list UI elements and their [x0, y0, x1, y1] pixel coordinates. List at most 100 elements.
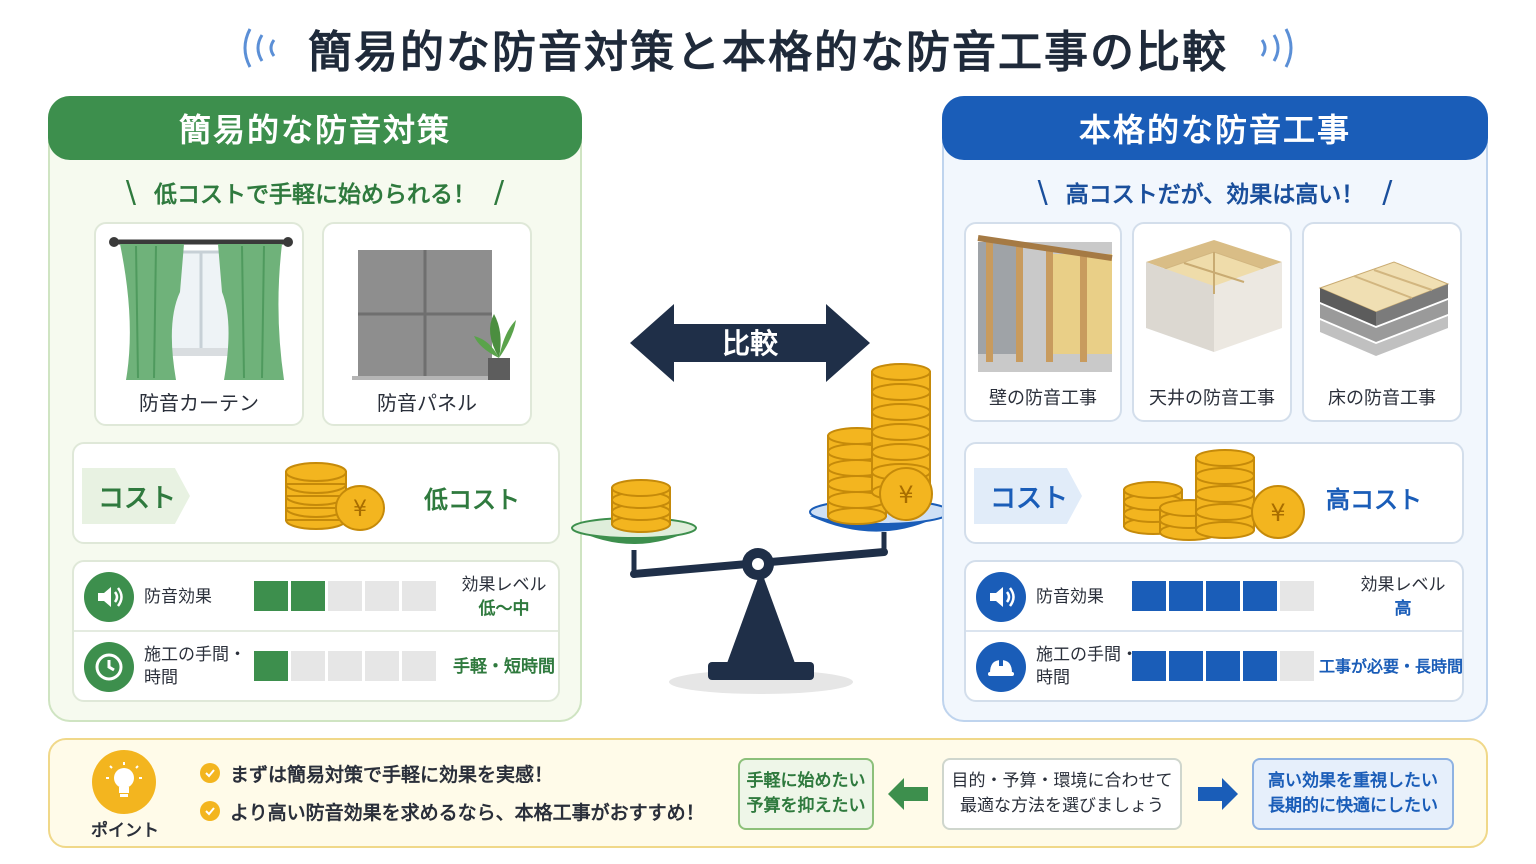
item-card-ceiling: 天井の防音工事	[1132, 222, 1292, 422]
panel-tagline: \ 低コストで手軽に始められる！ /	[50, 172, 580, 212]
metrics-box: 防音効果 効果レベル 高 施工の手間・時間 工事が必要・長時間	[964, 560, 1464, 702]
cost-value: 低コスト	[424, 486, 520, 514]
effect-level-title: 効果レベル	[1360, 575, 1446, 595]
level-bar-empty	[328, 651, 362, 681]
level-bar-empty	[365, 581, 399, 611]
lightbulb-icon	[92, 750, 156, 814]
effect-label: 防音効果	[1036, 586, 1104, 607]
arrow-left-icon	[888, 778, 928, 810]
level-bar-empty	[365, 651, 399, 681]
item-card-floor: 床の防音工事	[1302, 222, 1462, 422]
effort-bars	[254, 651, 436, 681]
tagline-slash-left: \	[125, 174, 136, 210]
wall-construction-icon	[977, 235, 1113, 372]
level-bar-empty	[402, 651, 436, 681]
item-label: 防音パネル	[377, 391, 477, 415]
effect-level: 効果レベル 高	[1350, 562, 1456, 632]
level-bar-filled	[1132, 651, 1166, 681]
panel-header: 簡易的な防音対策	[48, 96, 582, 160]
level-bar-empty	[1280, 581, 1314, 611]
panel-icon	[352, 250, 516, 380]
cost-tag: コスト	[974, 468, 1082, 524]
coins-large-icon: ¥	[1123, 449, 1305, 541]
cost-box: コスト ¥ 低コスト	[72, 442, 560, 544]
flow-text: 予算を抑えたい	[746, 796, 866, 816]
coins-small-icon: ¥	[285, 462, 385, 531]
effort-bars	[1132, 651, 1314, 681]
tip-line-1: まずは簡易対策で手軽に効果を実感！	[200, 758, 553, 788]
effort-value: 手軽・短時間	[453, 657, 555, 677]
item-card-curtain: 防音カーテン	[94, 222, 304, 426]
level-bar-filled	[254, 651, 288, 681]
item-label: 天井の防音工事	[1149, 388, 1275, 409]
sound-wave-right-icon	[1260, 28, 1293, 68]
arrow-right-icon	[1198, 778, 1238, 810]
effort-label: 施工の手間・時間	[144, 632, 254, 702]
level-bar-filled	[1132, 581, 1166, 611]
cost-tag: コスト	[82, 468, 190, 524]
full-preference-box: 高い効果を重視したい 長期的に快適にしたい	[1252, 758, 1454, 830]
title-bar: 簡易的な防音対策と本格的な防音工事の比較	[0, 18, 1536, 78]
cost-box: コスト ¥ 高コスト	[964, 442, 1464, 544]
effect-level-value: 高	[1394, 599, 1412, 619]
effort-label-line2: 時間	[144, 668, 178, 688]
clock-icon	[84, 642, 134, 692]
effort-row: 施工の手間・時間 工事が必要・長時間	[966, 632, 1463, 702]
metrics-box: 防音効果 効果レベル 低〜中 施工の手間・時間 手軽・短時間	[72, 560, 560, 702]
effect-level-title: 効果レベル	[461, 575, 547, 595]
speaker-icon	[84, 572, 134, 622]
sound-wave-left-icon	[243, 28, 276, 68]
effort-label-line2: 時間	[1036, 668, 1070, 688]
check-icon	[200, 763, 220, 783]
level-bar-filled	[1206, 651, 1240, 681]
effect-level-value: 低〜中	[478, 599, 530, 619]
choose-method-box: 目的・予算・環境に合わせて 最適な方法を選びましょう	[942, 758, 1182, 830]
effort-value: 工事が必要・長時間	[1318, 657, 1463, 676]
item-label: 床の防音工事	[1328, 388, 1436, 409]
flow-text: 手軽に始めたい	[746, 771, 866, 791]
svg-text:¥: ¥	[898, 481, 913, 509]
compare-label: 比較	[721, 327, 778, 360]
effect-row: 防音効果 効果レベル 低〜中	[74, 562, 558, 632]
item-label: 防音カーテン	[139, 391, 259, 415]
balance-scale-icon: ¥	[571, 363, 951, 694]
level-bar-empty	[1280, 651, 1314, 681]
tip-text: より高い防音効果を求めるなら、本格工事がおすすめ！	[230, 801, 705, 824]
flow-text: 高い効果を重視したい	[1268, 771, 1438, 791]
item-label: 壁の防音工事	[989, 388, 1097, 409]
cost-value: 高コスト	[1326, 486, 1422, 514]
item-card-panel: 防音パネル	[322, 222, 532, 426]
check-icon	[200, 801, 220, 821]
effect-bars	[254, 581, 436, 611]
level-bar-filled	[291, 581, 325, 611]
effect-label: 防音効果	[144, 586, 212, 607]
level-bar-filled	[1243, 581, 1277, 611]
simple-preference-box: 手軽に始めたい 予算を抑えたい	[738, 758, 874, 830]
tip-line-2: より高い防音効果を求めるなら、本格工事がおすすめ！	[200, 796, 705, 826]
tagline-slash-right: /	[494, 174, 505, 210]
effort-label: 施工の手間・時間	[1036, 632, 1146, 702]
panel-header: 本格的な防音工事	[942, 96, 1488, 160]
svg-text:¥: ¥	[1270, 499, 1285, 527]
flow-text: 長期的に快適にしたい	[1268, 796, 1438, 816]
tagline-text: 高コストだが、効果は高い！	[1065, 182, 1365, 208]
level-bar-filled	[1243, 651, 1277, 681]
simple-measures-panel: 簡易的な防音対策 \ 低コストで手軽に始められる！ / 防音カーテン	[48, 96, 582, 722]
tip-text: まずは簡易対策で手軽に効果を実感！	[230, 763, 554, 786]
flow-text: 最適な方法を選びましょう	[960, 796, 1164, 816]
tagline-slash-left: \	[1037, 174, 1048, 210]
hard-hat-icon	[976, 642, 1026, 692]
effort-row: 施工の手間・時間 手軽・短時間	[74, 632, 558, 702]
level-bar-filled	[1206, 581, 1240, 611]
level-bar-empty	[402, 581, 436, 611]
svg-text:¥: ¥	[353, 497, 367, 522]
compare-arrow: 比較	[630, 304, 870, 382]
effort-label-line1: 施工の手間・	[1036, 645, 1138, 665]
floor-construction-icon	[1318, 261, 1450, 356]
double-arrow-icon	[630, 304, 870, 382]
item-card-wall: 壁の防音工事	[964, 222, 1122, 422]
ceiling-construction-icon	[1146, 240, 1282, 352]
page-title: 簡易的な防音対策と本格的な防音工事の比較	[308, 27, 1228, 78]
level-bar-empty	[291, 651, 325, 681]
